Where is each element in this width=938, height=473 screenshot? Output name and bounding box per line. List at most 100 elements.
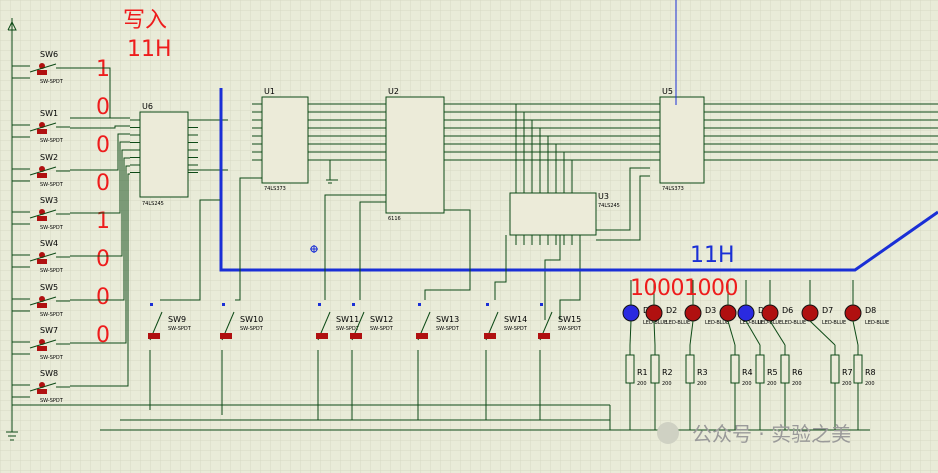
switch-label: SW6 xyxy=(40,50,58,59)
resistor-body xyxy=(685,354,695,384)
switch-label: SW14 xyxy=(504,315,527,324)
chip-u1-part: 74LS373 xyxy=(264,186,286,192)
switch-type: SW-SPDT xyxy=(504,326,528,332)
switch-label: SW4 xyxy=(40,239,58,248)
switch-pin xyxy=(222,303,225,306)
chip-u5[interactable]: U5 74LS373 xyxy=(659,87,705,192)
address-hex-top: 11H xyxy=(127,37,172,62)
chip-u6-part: 74LS245 xyxy=(142,201,164,207)
switch-pin xyxy=(418,303,421,306)
resistor-body xyxy=(853,354,863,384)
switch-body xyxy=(37,129,47,134)
wechat-icon xyxy=(657,422,679,444)
write-annotation: 写入 xyxy=(123,8,167,33)
chip-u6[interactable]: U6 74LS245 xyxy=(139,102,189,207)
origin-marker xyxy=(310,245,318,253)
led-wire xyxy=(852,320,859,346)
switch-body xyxy=(416,333,428,339)
switch-lever xyxy=(29,166,57,176)
chip-u1-name: U1 xyxy=(264,87,275,96)
power-rails xyxy=(6,18,870,441)
led-label: D3 xyxy=(705,306,716,315)
led-body xyxy=(684,304,702,322)
switch-lever xyxy=(29,252,57,262)
led-type: LED-BLUE xyxy=(643,320,667,326)
switch-type: SW-SPDT xyxy=(240,326,264,332)
resistor-value: 200 xyxy=(865,381,875,387)
switch-type: SW-SPDT xyxy=(40,225,64,231)
binary-annotation: 10001000 xyxy=(630,276,738,301)
resistor-label: R1 xyxy=(637,368,648,377)
switch-label: SW1 xyxy=(40,109,58,118)
chip-u3[interactable]: U3 74LS245 xyxy=(509,192,620,236)
switch-body xyxy=(220,333,232,339)
resistor-r1: R1 200 xyxy=(625,345,648,430)
resistor-value: 200 xyxy=(637,381,647,387)
left-switch-column: SW6SW-SPDTSW1SW-SPDTSW2SW-SPDTSW3SW-SPDT… xyxy=(12,50,70,404)
led-label: D6 xyxy=(782,306,793,315)
switch-lever xyxy=(29,382,57,392)
led-wire xyxy=(629,320,632,346)
bottom-switch-row: SW9SW-SPDTSW10SW-SPDTSW11SW-SPDTSW12SW-S… xyxy=(148,303,582,341)
switch-type: SW-SPDT xyxy=(40,398,64,404)
switch-body xyxy=(37,70,47,75)
switch-label: SW10 xyxy=(240,315,263,324)
chip-u2[interactable]: U2 6116 xyxy=(385,87,445,222)
bit-digit: 0 xyxy=(96,95,110,120)
switch-lever xyxy=(29,63,57,73)
chip-u2-part: 6116 xyxy=(388,216,401,222)
led-label: D8 xyxy=(865,306,876,315)
resistor-label: R2 xyxy=(662,368,673,377)
led-wire xyxy=(769,320,786,346)
led-body xyxy=(761,304,779,322)
led-type: LED-BLUE xyxy=(782,320,806,326)
resistor-value: 200 xyxy=(662,381,672,387)
resistor-body xyxy=(625,354,635,384)
led-label: D7 xyxy=(822,306,833,315)
chip-u3-name: U3 xyxy=(598,192,609,201)
vertical-bit-annotations: 10001000 xyxy=(96,57,110,348)
address-bus xyxy=(219,88,938,272)
switch-label: SW5 xyxy=(40,283,58,292)
chip-u1[interactable]: U1 74LS373 xyxy=(261,87,309,192)
led-wire xyxy=(653,320,656,346)
switch-type: SW-SPDT xyxy=(40,312,64,318)
watermark-text: 公众号 · 实验之美 xyxy=(692,422,851,446)
resistor-body xyxy=(755,354,765,384)
resistor-value: 200 xyxy=(767,381,777,387)
switch-type: SW-SPDT xyxy=(168,326,192,332)
switch-body xyxy=(37,389,47,394)
switch-pin xyxy=(318,303,321,306)
switch-body xyxy=(148,333,160,339)
switch-lever xyxy=(29,209,57,219)
switch-label: SW9 xyxy=(168,315,186,324)
switch-body xyxy=(37,216,47,221)
left-bus-wires xyxy=(70,67,130,387)
address-hex-mid: 11H xyxy=(690,243,735,268)
resistor-label: R8 xyxy=(865,368,876,377)
led-wire xyxy=(727,320,736,346)
resistor-value: 200 xyxy=(742,381,752,387)
